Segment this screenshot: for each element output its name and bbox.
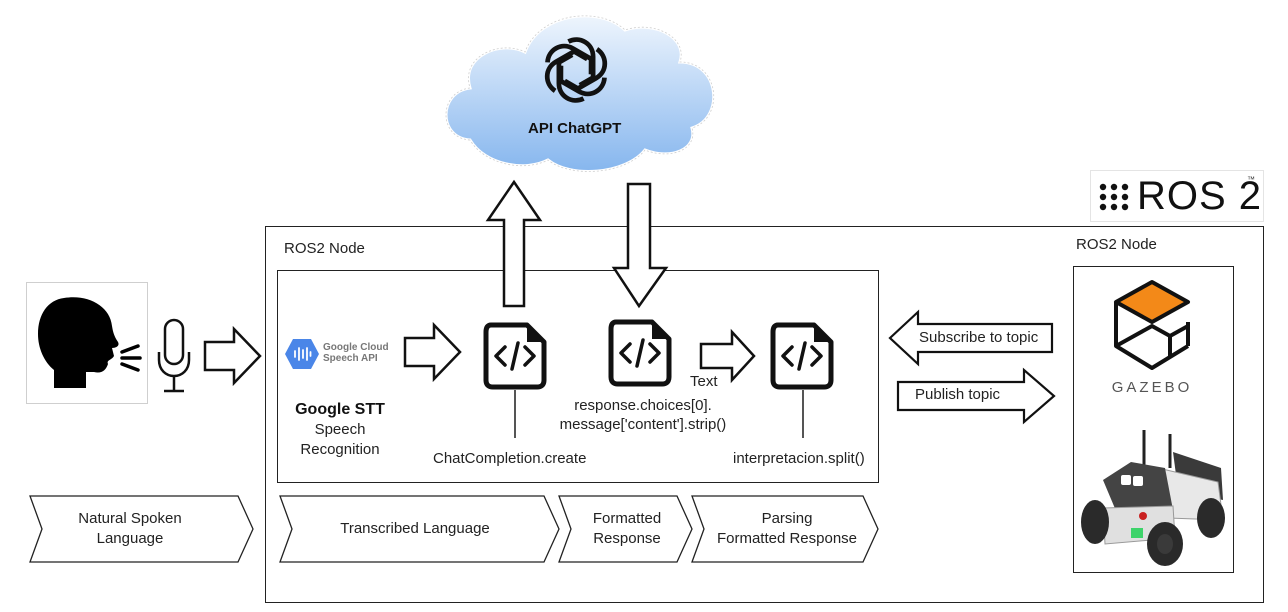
text-arrow-label: Text [690,373,718,390]
code-connector-line [514,390,516,438]
speaking-head-icon [38,297,142,388]
stage-parsing-line2: Formatted Response [716,530,858,547]
subscribe-arrow [888,309,1054,367]
google-logo-line1: Google Cloud [323,342,389,353]
code-connector-line [802,390,804,438]
google-logo-text: Google Cloud Speech API [323,342,389,364]
ros2-logo-text: ROS 2 [1137,174,1263,218]
publish-arrow [896,367,1056,425]
chatcompletion-caption: ChatCompletion.create [433,450,587,467]
google-stt-caption: Google STT Speech Recognition [280,400,400,460]
stage-natural-label: Natural Spoken Language [40,494,220,564]
stage-chevron-formatted [558,495,693,563]
stage-natural-line2: Language [96,530,164,547]
response-caption: response.choices[0]. message['content'].… [548,396,738,434]
ros2-logo: ROS 2 ™ [1090,170,1264,222]
stage-chevron-natural [29,495,254,563]
main-node-label: ROS2 Node [284,240,365,257]
stage-formatted-label: Formatted Response [568,494,686,564]
microphone-icon [157,318,191,393]
stage-transcribed-line1: Transcribed Language [340,520,490,537]
google-stt-title: Google STT [295,401,385,418]
stage-chevron-parsing [691,495,879,563]
cloud-title: API ChatGPT [528,120,622,137]
code-file-icon [483,322,547,390]
subscribe-label: Subscribe to topic [919,329,1039,346]
arrow-response-to-parse [699,328,756,384]
google-logo-line2: Speech API [323,353,378,364]
google-stt-sub2: Recognition [300,441,380,458]
sim-node-label: ROS2 Node [1076,236,1157,253]
google-cloud-speech-icon [285,339,319,369]
speaker-panel [26,282,148,404]
ros2-system-frame [265,226,1264,603]
code-file-icon [770,322,834,390]
stage-parsing-line1: Parsing [761,510,813,527]
arrow-down-from-chatgpt [611,182,669,309]
gazebo-text: GAZEBO [1111,379,1193,396]
stage-formatted-line2: Response [593,530,661,547]
arrow-up-to-chatgpt [485,179,543,308]
robot-image [1081,430,1225,566]
google-stt-sub1: Speech [314,421,366,438]
ros2-dots-icon [1099,183,1129,211]
response-caption-line1: response.choices[0]. [574,397,712,414]
openai-logo-icon [538,37,614,108]
response-caption-line2: message['content'].strip() [559,416,727,433]
stage-natural-line1: Natural Spoken [78,510,182,527]
code-file-icon [608,319,672,387]
gazebo-logo-icon [1114,280,1190,370]
sim-node-box [1073,266,1234,573]
ros2-logo-tm: ™ [1247,175,1255,184]
main-node-box [277,270,879,483]
split-caption: interpretacion.split() [733,450,865,467]
stage-formatted-line1: Formatted [592,510,662,527]
publish-label: Publish topic [915,386,1001,403]
arrow-stt-to-chatcompletion [403,321,462,383]
stage-chevron-transcribed [279,495,560,563]
stage-transcribed-label: Transcribed Language [290,494,540,564]
arrow-speaker-to-stt [203,325,262,387]
stage-parsing-label: Parsing Formatted Response [702,494,872,564]
